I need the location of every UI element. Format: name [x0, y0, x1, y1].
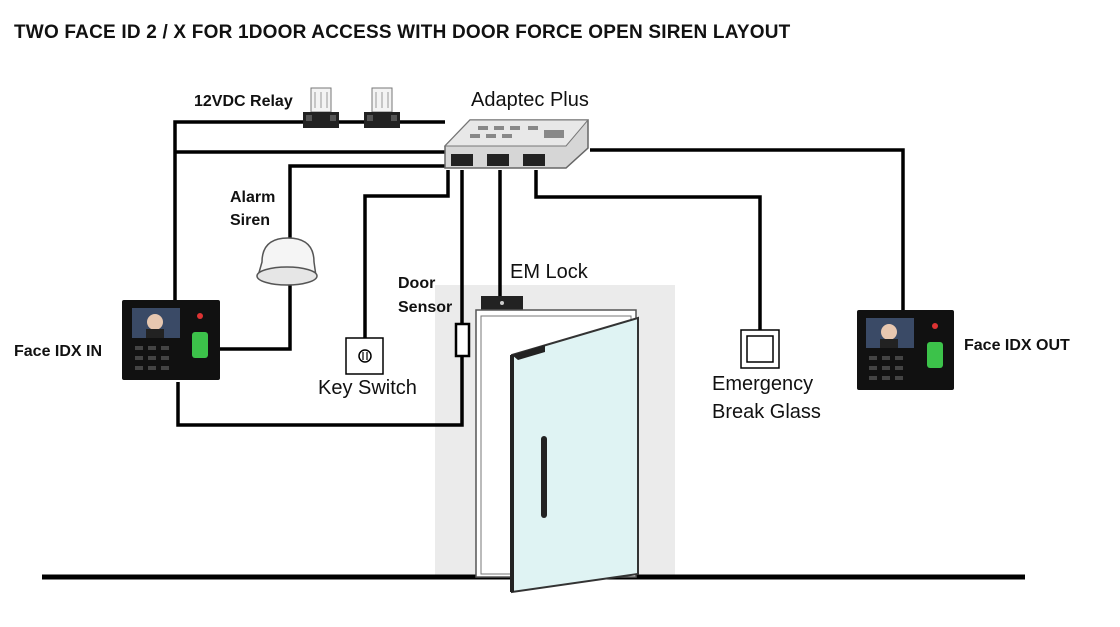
relay-icon	[303, 87, 339, 128]
face-out-label: Face IDX OUT	[964, 337, 1070, 354]
wires	[173, 120, 905, 427]
relay-icon	[364, 87, 400, 128]
door-sensor-icon	[454, 322, 471, 358]
controller-label: Adaptec Plus	[471, 89, 589, 111]
face-reader-icon	[857, 310, 954, 390]
em-lock-label: EM Lock	[510, 261, 588, 283]
wire-relay-top	[173, 120, 445, 300]
door-icon	[475, 309, 639, 594]
door-sensor-label-line2: Sensor	[398, 299, 453, 316]
controller-icon	[443, 119, 590, 169]
wire-break-glass	[534, 170, 762, 330]
break-glass-label-line2: Break Glass	[712, 401, 821, 423]
key-switch-icon	[345, 337, 384, 375]
siren-icon	[256, 237, 318, 286]
wire-siren	[288, 164, 445, 240]
break-glass-label-line1: Emergency	[712, 373, 814, 395]
break-glass-icon	[740, 329, 780, 369]
diagram-title: TWO FACE ID 2 / X FOR 1DOOR ACCESS WITH …	[14, 22, 791, 43]
wire-face-out	[590, 148, 905, 312]
key-switch-label: Key Switch	[318, 377, 417, 399]
wire-siren-to-face	[218, 285, 292, 351]
face-reader-icon	[122, 300, 220, 380]
face-in-label: Face IDX IN	[14, 343, 103, 360]
alarm-siren-label-line1: Alarm	[230, 189, 276, 206]
wire-key-switch	[363, 170, 450, 340]
wire-face-in-door-sensor	[176, 356, 464, 427]
alarm-siren-label-line2: Siren	[230, 212, 271, 229]
door-sensor-label-line1: Door	[398, 275, 436, 292]
relay-label: 12VDC Relay	[194, 93, 293, 110]
